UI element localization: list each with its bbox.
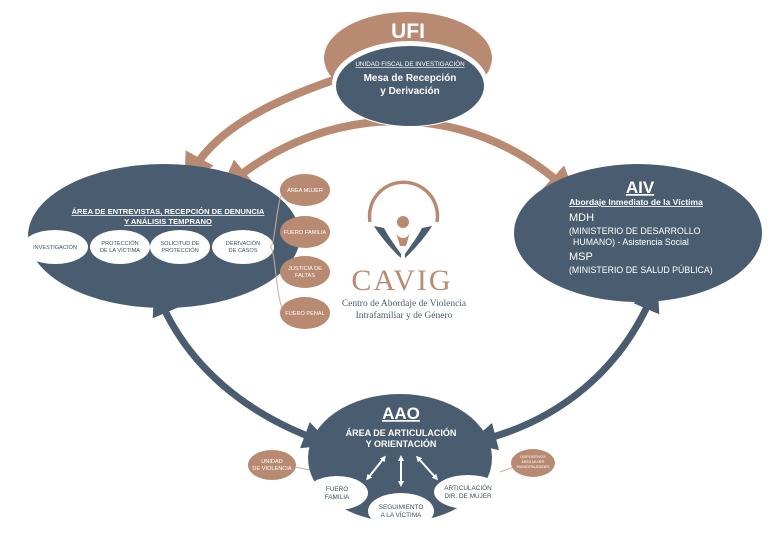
aao-item-label: A LA VÍCTIMA xyxy=(381,510,423,519)
arrow-entrevistas-aao xyxy=(152,287,332,449)
cavig-name: CAVIG xyxy=(351,264,452,297)
derivacion-bubble-shape xyxy=(280,297,330,329)
derivacion-label: FUERO PENAL xyxy=(285,311,324,317)
aiv-mdh-line2: HUMANO) - Asistencia Social xyxy=(573,237,689,247)
entrevistas-item-label: DERIVACIÓN xyxy=(226,240,260,247)
entrevistas-item-bubble xyxy=(212,230,274,264)
entrevistas-item-label: DE LA VÍCTIMA xyxy=(100,247,140,254)
aao-line2: Y ORIENTACIÓN xyxy=(366,438,437,449)
arrow-aiv-aao xyxy=(468,283,660,451)
aiv-node: AIV Abordaje Inmediato de la Víctima MDH… xyxy=(514,164,762,302)
derivacion-bubble: FUERO PENAL xyxy=(280,297,330,329)
aiv-msp-line1: (MINISTERIO DE SALUD PÚBLICA) xyxy=(569,265,713,275)
ufi-node: UFI UNIDAD FISCAL DE INVESTIGACIÓN Mesa … xyxy=(324,12,492,127)
aao-side-bubble-shape xyxy=(248,450,296,480)
logo-left-hand xyxy=(374,226,401,258)
entrevistas-title-line2: Y ANÁLISIS TEMPRANO xyxy=(124,217,212,226)
entrevistas-item-label: PROTECCIÓN xyxy=(101,240,138,247)
ufi-body xyxy=(336,46,484,126)
arrow-ufi-to-entrevistas xyxy=(184,70,354,187)
aao-side-bubble-shape xyxy=(511,449,555,477)
entrevistas-item-bubble xyxy=(90,230,150,264)
aao-node: AAO ÁREA DE ARTICULACIÓN Y ORIENTACIÓN F… xyxy=(248,394,555,529)
derivacion-label: ÁREA MUJER xyxy=(287,187,323,194)
aao-item: FUERO FAMILIA xyxy=(306,476,368,510)
entrevistas-item-label: PROTECCIÓN xyxy=(161,247,198,254)
aao-item-label: SEGUIMIENTO xyxy=(379,504,424,511)
entrevistas-item-label: INVESTIGACIÓN xyxy=(33,244,77,251)
entrevistas-node: ÁREA DE ENTREVISTAS, RECEPCIÓN DE DENUNC… xyxy=(22,164,300,308)
aao-side-bubble-left: UNIDAD DE VIOLENCIA xyxy=(248,450,296,480)
entrevistas-item-label: DE CASOS xyxy=(229,248,258,254)
aao-side-label: DISPOSITIVOS xyxy=(520,455,546,459)
aao-item-label: DIR. DE MUJER xyxy=(444,493,492,500)
connector-arrows xyxy=(152,70,660,451)
aao-item: SEGUIMIENTO A LA VÍCTIMA xyxy=(368,493,434,529)
derivacion-label: JUSTICIA DE xyxy=(288,266,322,272)
aao-side-bubble-right: DISPOSITIVOS ÁREA MUJER MUNICIPALIDADES xyxy=(511,449,555,477)
aao-side-label: UNIDAD xyxy=(261,459,282,465)
aao-arrow-left xyxy=(366,455,386,481)
entrevistas-item-bubble xyxy=(22,230,88,264)
aao-line1: ÁREA DE ARTICULACIÓN xyxy=(346,427,457,438)
derivacion-bubble-shape xyxy=(280,256,330,288)
cavig-line1: Centro de Abordaje de Violencia xyxy=(342,299,467,309)
derivacion-bubble: JUSTICIA DE FALTAS xyxy=(280,256,330,288)
derivaciones-bracket xyxy=(269,189,287,313)
logo-head xyxy=(397,216,409,228)
aiv-title: AIV xyxy=(626,178,655,197)
aao-side-label: DE VIOLENCIA xyxy=(252,466,291,472)
cavig-logo: CAVIG Centro de Abordaje de Violencia In… xyxy=(342,180,467,321)
aao-item-label: FAMILIA xyxy=(325,494,350,501)
ufi-subtitle: UNIDAD FISCAL DE INVESTIGACIÓN xyxy=(355,59,465,68)
aao-item-label: FUERO xyxy=(326,486,348,493)
aiv-msp: MSP xyxy=(569,251,593,263)
entrevistas-item: PROTECCIÓN DE LA VÍCTIMA xyxy=(90,230,150,264)
entrevistas-item-label: SOLICITUD DE xyxy=(160,241,199,247)
entrevistas-title-line1: ÁREA DE ENTREVISTAS, RECEPCIÓN DE DENUNC… xyxy=(72,207,265,216)
aao-arrow-right xyxy=(415,455,439,481)
derivacion-label: FUERO FAMILIA xyxy=(284,230,327,236)
logo-right-hand xyxy=(405,226,432,258)
arrow-entrevistas-aiv xyxy=(219,117,577,199)
aiv-mdh: MDH xyxy=(569,212,594,224)
aao-title: AAO xyxy=(382,404,420,423)
aiv-body xyxy=(514,164,762,302)
ufi-title: UFI xyxy=(391,20,425,43)
aao-side-label: MUNICIPALIDADES xyxy=(517,465,550,469)
entrevistas-item-bubble xyxy=(150,230,210,264)
aao-item-label: ARTICULACIÓN xyxy=(444,483,492,492)
aao-item-bubble xyxy=(306,476,368,510)
entrevistas-item: INVESTIGACIÓN xyxy=(22,230,88,264)
aiv-mdh-line1: (MINISTERIO DE DESARROLLO xyxy=(569,226,701,236)
logo-body xyxy=(396,232,410,246)
ufi-line2: y Derivación xyxy=(380,86,439,97)
aiv-subtitle: Abordaje Inmediato de la Víctima xyxy=(569,197,703,207)
entrevistas-item: DERIVACIÓN DE CASOS xyxy=(212,230,274,264)
derivacion-bubble-shape xyxy=(280,216,330,248)
cavig-line2: Intrafamiliar y de Género xyxy=(356,310,453,321)
aao-item-bubble xyxy=(368,493,434,529)
derivaciones-group: ÁREA MUJER FUERO FAMILIA JUSTICIA DE FAL… xyxy=(269,174,330,329)
derivacion-label: FALTAS xyxy=(295,273,315,279)
ufi-line1: Mesa de Recepción xyxy=(364,73,457,84)
logo-arc xyxy=(367,180,440,223)
derivacion-bubble: FUERO FAMILIA xyxy=(280,216,330,248)
aao-item-bubble xyxy=(434,475,502,509)
derivacion-bubble: ÁREA MUJER xyxy=(280,174,330,206)
aao-inner-arrows xyxy=(366,455,439,487)
aao-item: ARTICULACIÓN DIR. DE MUJER xyxy=(434,475,502,509)
aao-side-label: ÁREA MUJER xyxy=(522,460,545,464)
entrevistas-item: SOLICITUD DE PROTECCIÓN xyxy=(150,230,210,264)
derivacion-bubble-shape xyxy=(280,174,330,206)
hands-holding-person-icon xyxy=(367,180,440,258)
